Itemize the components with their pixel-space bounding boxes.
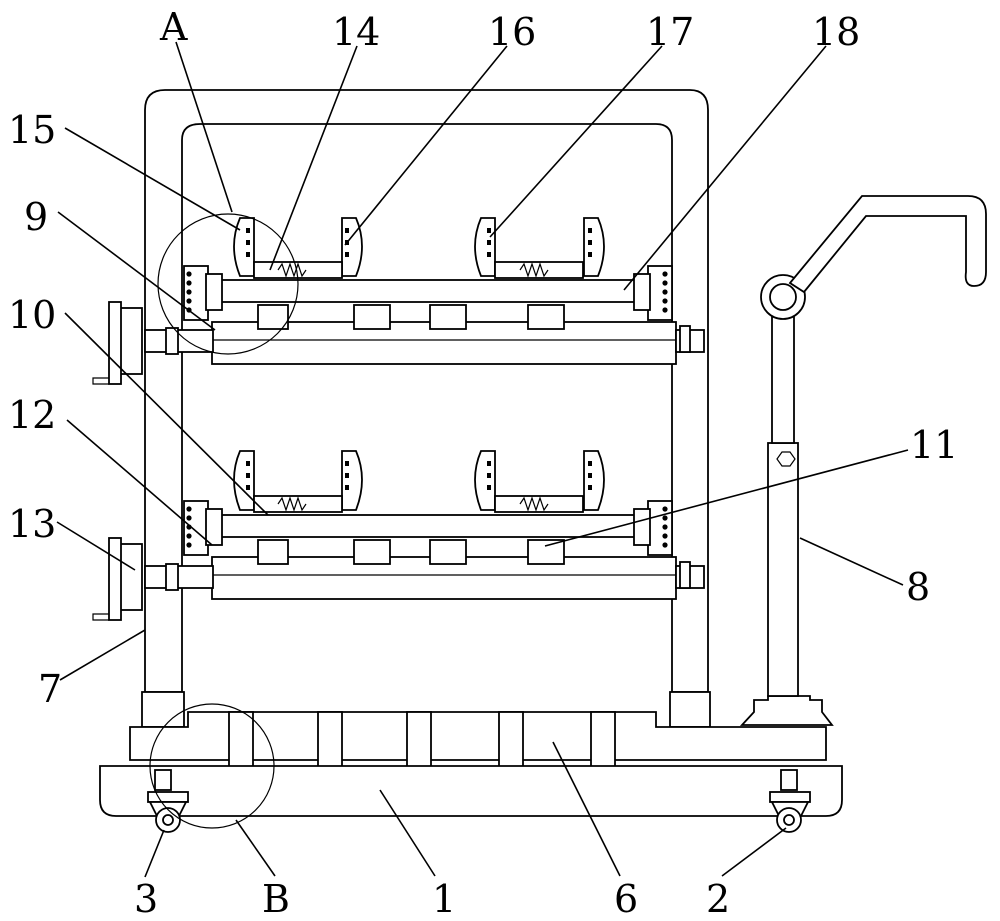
upper-tier [92, 213, 705, 385]
leader-lines [56, 41, 909, 878]
bottom-base [99, 703, 843, 833]
label-13: 13 [8, 502, 56, 546]
label-7: 7 [38, 667, 62, 711]
label-1: 1 [432, 877, 456, 921]
frame [141, 89, 711, 728]
label-16: 16 [488, 10, 536, 54]
label-15: 15 [8, 108, 56, 152]
label-B: B [262, 877, 290, 921]
label-10: 10 [8, 293, 56, 337]
reference-labels: A 14 16 17 18 15 9 10 12 13 11 7 8 3 B 1… [8, 5, 958, 921]
spring-base [129, 711, 827, 771]
label-12: 12 [8, 393, 56, 437]
label-A: A [159, 5, 188, 49]
label-8: 8 [906, 565, 930, 609]
push-handle [739, 195, 987, 726]
label-6: 6 [614, 877, 638, 921]
label-17: 17 [646, 10, 694, 54]
label-18: 18 [812, 10, 860, 54]
label-2: 2 [706, 877, 730, 921]
lower-tier [92, 450, 705, 621]
label-3: 3 [134, 877, 158, 921]
label-9: 9 [24, 195, 48, 239]
label-14: 14 [332, 10, 380, 54]
label-11: 11 [910, 423, 958, 467]
